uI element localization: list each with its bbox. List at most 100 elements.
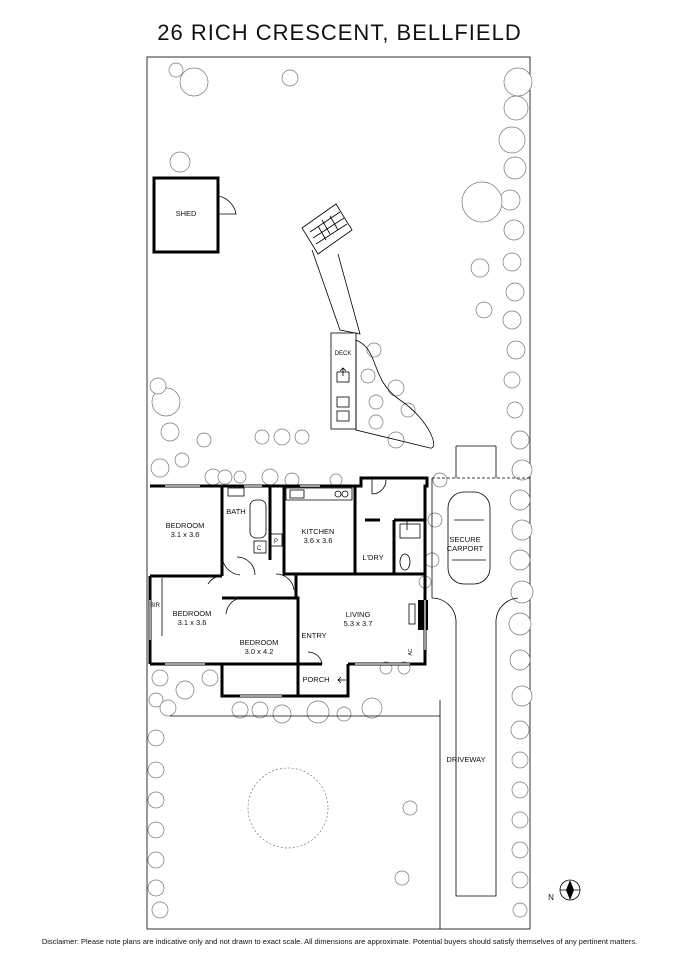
tree-icon bbox=[147, 761, 165, 779]
tree-icon bbox=[503, 156, 527, 180]
p-label: P bbox=[274, 539, 278, 545]
tree-icon bbox=[511, 459, 533, 481]
tree-icon bbox=[147, 879, 165, 897]
carport-label-2: CARPORT bbox=[447, 544, 484, 553]
tree-icon bbox=[147, 791, 165, 809]
brick-pad bbox=[301, 203, 353, 255]
ac-label: AC bbox=[408, 648, 414, 655]
tree-icon bbox=[174, 452, 190, 468]
kitchen-size: 3.6 x 3.6 bbox=[304, 536, 333, 545]
tree-icon bbox=[498, 126, 526, 154]
tree-icon bbox=[148, 692, 164, 708]
tree-icon bbox=[502, 252, 522, 272]
bedroom3-name: BEDROOM bbox=[240, 638, 279, 647]
tree-icon bbox=[510, 720, 530, 740]
tree-icon bbox=[273, 428, 291, 446]
bir-label: BIR bbox=[150, 603, 161, 609]
shed: SHED bbox=[152, 176, 237, 254]
tree-icon bbox=[503, 219, 525, 241]
tree-icon bbox=[233, 470, 247, 484]
tree-icon bbox=[261, 468, 279, 486]
tree-icon bbox=[149, 377, 167, 395]
tree-icon bbox=[160, 422, 180, 442]
trees bbox=[147, 62, 534, 919]
bath-label: BATH bbox=[226, 507, 245, 516]
shed-label: SHED bbox=[176, 209, 197, 218]
living-size: 5.3 x 3.7 bbox=[344, 619, 373, 628]
tree-icon bbox=[503, 371, 521, 389]
disclaimer: Disclaimer: Please note plans are indica… bbox=[41, 937, 638, 946]
tree-icon bbox=[509, 549, 531, 571]
tree-icon bbox=[506, 340, 526, 360]
tree-icon bbox=[511, 751, 529, 769]
tree-icon bbox=[366, 342, 382, 358]
tree-icon bbox=[402, 800, 418, 816]
house bbox=[148, 476, 429, 698]
tree-icon bbox=[511, 871, 529, 889]
porch-label: PORCH bbox=[302, 675, 329, 684]
tree-icon bbox=[368, 394, 384, 410]
tree-icon bbox=[475, 301, 493, 319]
tree-icon bbox=[360, 368, 376, 384]
tree-icon bbox=[511, 781, 529, 799]
tree-icon bbox=[361, 697, 383, 719]
tree-icon bbox=[151, 901, 169, 919]
tree-icon bbox=[470, 258, 490, 278]
laundry-label: L'DRY bbox=[362, 553, 383, 562]
tree-icon bbox=[427, 512, 443, 528]
tree-icon bbox=[511, 841, 529, 859]
compass-icon bbox=[559, 879, 581, 901]
tree-icon bbox=[509, 649, 531, 671]
bedroom1-size: 3.1 x 3.6 bbox=[171, 530, 200, 539]
tree-icon bbox=[336, 706, 352, 722]
tree-icon bbox=[509, 489, 531, 511]
compass-label: N bbox=[548, 893, 554, 902]
tree-icon bbox=[147, 851, 165, 869]
tree-icon bbox=[503, 67, 533, 97]
property-boundary bbox=[146, 56, 531, 930]
tree-icon bbox=[510, 580, 534, 604]
tree-icon bbox=[511, 685, 533, 707]
driveway-label: DRIVEWAY bbox=[446, 755, 485, 764]
tree-icon bbox=[400, 402, 416, 418]
deck-label: DECK bbox=[335, 351, 352, 357]
tree-icon bbox=[196, 432, 212, 448]
tree-icon bbox=[329, 473, 343, 487]
tree-icon bbox=[505, 282, 525, 302]
tree-icon bbox=[499, 189, 521, 211]
entry-label: ENTRY bbox=[301, 631, 326, 640]
kitchen-name: KITCHEN bbox=[302, 527, 335, 536]
living-name: LIVING bbox=[346, 610, 371, 619]
tree-icon bbox=[508, 612, 532, 636]
tree-icon bbox=[368, 414, 384, 430]
bedroom1-name: BEDROOM bbox=[166, 521, 205, 530]
c-label: C bbox=[257, 546, 262, 552]
tree-icon bbox=[201, 669, 219, 687]
tree-icon bbox=[503, 95, 529, 121]
tree-icon bbox=[231, 701, 249, 719]
bedroom3-size: 3.0 x 4.2 bbox=[245, 647, 274, 656]
deck: DECK bbox=[330, 332, 357, 430]
tree-icon bbox=[168, 62, 184, 78]
tree-icon bbox=[169, 151, 191, 173]
tree-icon bbox=[294, 429, 310, 445]
tree-icon bbox=[159, 699, 177, 717]
carport-label-1: SECURE bbox=[449, 535, 480, 544]
tree-icon bbox=[394, 870, 410, 886]
plan-title: 26 RICH CRESCENT, BELLFIELD bbox=[157, 20, 522, 45]
tree-icon bbox=[179, 67, 209, 97]
tree-icon bbox=[147, 729, 165, 747]
tree-icon bbox=[306, 700, 330, 724]
front-garden-edge bbox=[170, 700, 441, 929]
tree-icon bbox=[502, 310, 522, 330]
tree-icon bbox=[511, 519, 533, 541]
garden-bed bbox=[355, 339, 435, 449]
tree-icon bbox=[175, 680, 195, 700]
carport: SECURE CARPORT bbox=[431, 445, 530, 897]
tree-icon bbox=[150, 458, 170, 478]
tree-icon bbox=[254, 429, 270, 445]
bedroom2-size: 3.1 x 3.6 bbox=[178, 618, 207, 627]
bedroom2-name: BEDROOM bbox=[173, 609, 212, 618]
garden-path bbox=[311, 249, 361, 335]
